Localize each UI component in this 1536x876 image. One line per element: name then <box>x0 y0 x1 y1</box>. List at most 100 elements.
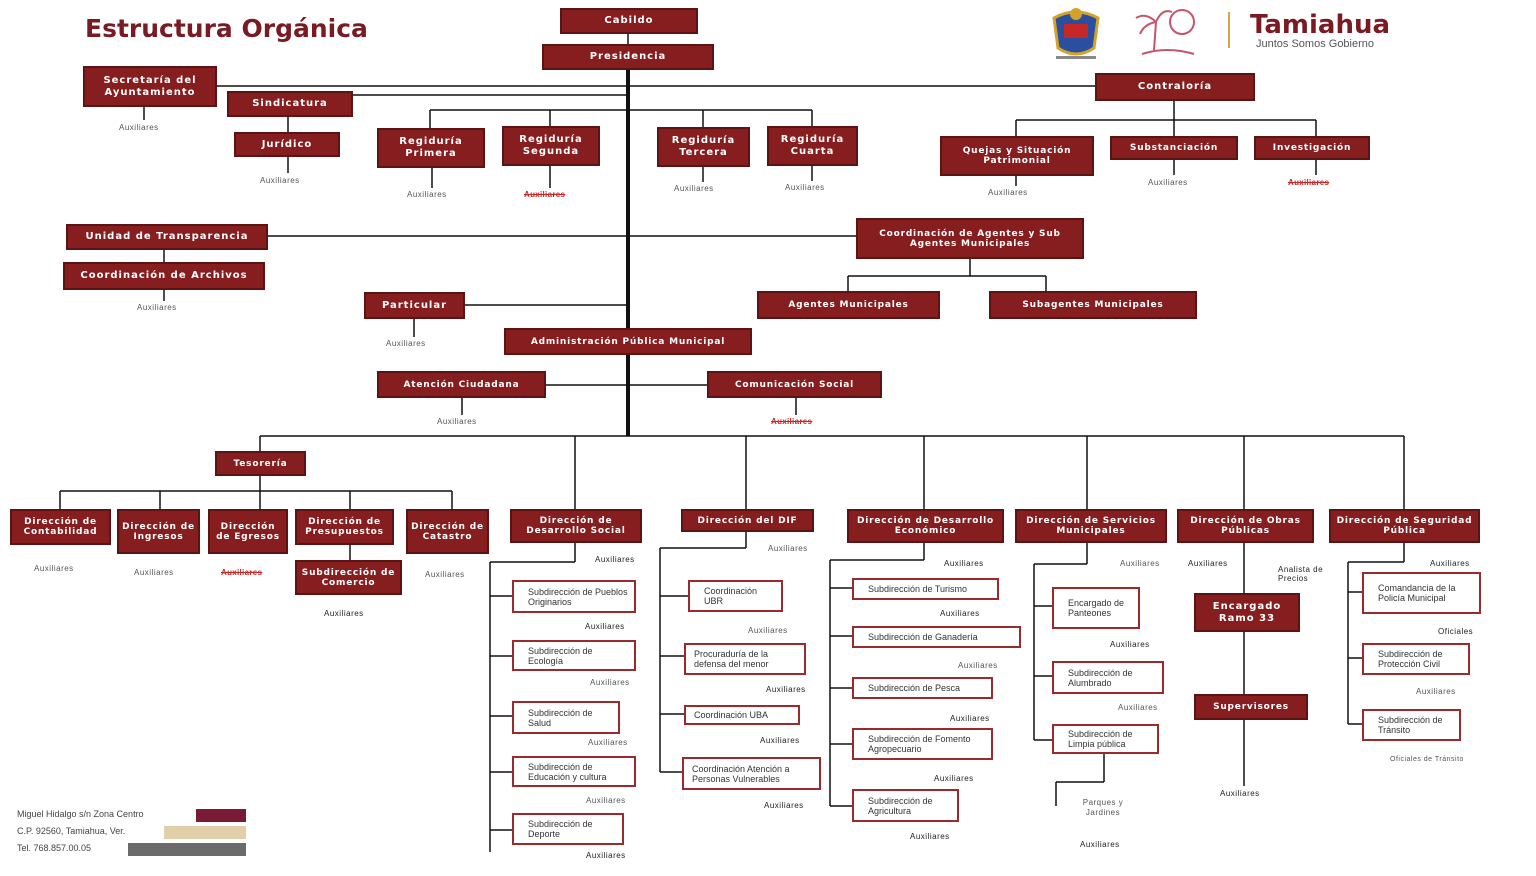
aux-label: Auxiliares <box>674 184 714 193</box>
subbox-coord-atencion[interactable]: Coordinación Atención a Personas Vulnera… <box>682 757 821 790</box>
box-tesoreria[interactable]: Tesorería <box>215 451 306 476</box>
aux-label: Auxiliares <box>748 626 788 635</box>
aux-label: Auxiliares <box>34 564 74 573</box>
box-subagentes[interactable]: Subagentes Municipales <box>989 291 1197 319</box>
struck-aux-label: Auxiliares <box>771 417 813 426</box>
subbox-alumbrado[interactable]: Subdirección de Alumbrado <box>1052 661 1164 694</box>
page-title: Estructura Orgánica <box>85 14 368 43</box>
box-particular[interactable]: Particular <box>364 292 465 319</box>
subbox-coord-uba[interactable]: Coordinación UBA <box>684 705 800 725</box>
subbox-comandancia[interactable]: Comandancia de la Policía Municipal <box>1362 572 1481 614</box>
box-dir-dif[interactable]: Dirección del DIF <box>681 509 814 532</box>
color-swatch <box>128 843 246 856</box>
footer-cp: C.P. 92560, Tamiahua, Ver. <box>17 826 126 836</box>
aux-label: Auxiliares <box>1188 559 1228 568</box>
footer-tel: Tel. 768.857.00.05 <box>17 843 92 853</box>
brand-divider <box>1228 12 1230 48</box>
aux-label: Auxiliares <box>585 622 625 631</box>
parques-label: Parques y Jardines <box>1082 798 1124 817</box>
brand-name: Tamiahua <box>1250 10 1391 40</box>
box-secretaria[interactable]: Secretaría del Ayuntamiento <box>83 66 217 107</box>
box-dir-desarrollo-economico[interactable]: Dirección de Desarrollo Económico <box>847 509 1004 543</box>
aux-label: Auxiliares <box>1110 640 1150 649</box>
box-sindicatura[interactable]: Sindicatura <box>227 91 353 117</box>
aux-label: Auxiliares <box>407 190 447 199</box>
box-regiduria-segunda[interactable]: Regiduría Segunda <box>502 126 600 166</box>
aux-label: Auxiliares <box>1118 703 1158 712</box>
subbox-procuraduria[interactable]: Procuraduría de la defensa del menor <box>684 643 806 675</box>
color-swatch <box>196 809 246 822</box>
aux-label: Auxiliares <box>1430 559 1470 568</box>
box-dir-presupuestos[interactable]: Dirección de Presupuestos <box>295 509 394 545</box>
box-contraloria[interactable]: Contraloría <box>1095 73 1255 101</box>
box-substanciacion[interactable]: Substanciación <box>1110 136 1238 160</box>
subbox-coord-ubr[interactable]: Coordinación UBR <box>688 580 783 612</box>
aux-label: Auxiliares <box>940 609 980 618</box>
subbox-educacion[interactable]: Subdirección de Educación y cultura <box>512 756 636 787</box>
aux-label: Auxiliares <box>988 188 1028 197</box>
oficiales-label: Oficiales <box>1438 627 1474 636</box>
subbox-proteccion-civil[interactable]: Subdirección de Protección Civil <box>1362 643 1470 675</box>
box-dir-ingresos[interactable]: Dirección de Ingresos <box>117 509 200 554</box>
box-regiduria-primera[interactable]: Regiduría Primera <box>377 128 485 168</box>
aux-label: Auxiliares <box>260 176 300 185</box>
box-comunicacion-social[interactable]: Comunicación Social <box>707 371 882 398</box>
subbox-agricultura[interactable]: Subdirección de Agricultura <box>852 789 959 822</box>
aux-label: Auxiliares <box>764 801 804 810</box>
box-transparencia[interactable]: Unidad de Transparencia <box>66 224 268 250</box>
box-coord-agentes[interactable]: Coordinación de Agentes y Sub Agentes Mu… <box>856 218 1084 259</box>
box-dir-catastro[interactable]: Dirección de Catastro <box>406 509 489 554</box>
box-subdir-comercio[interactable]: Subdirección de Comercio <box>295 560 402 595</box>
aux-label: Auxiliares <box>785 183 825 192</box>
struck-aux-label: Auxiliares <box>524 190 566 199</box>
subbox-pesca[interactable]: Subdirección de Pesca <box>852 677 993 699</box>
aux-label: Auxiliares <box>586 851 626 860</box>
subbox-transito[interactable]: Subdirección de Tránsito <box>1362 709 1461 741</box>
box-dir-seguridad[interactable]: Dirección de Seguridad Pública <box>1329 509 1480 543</box>
box-dir-egresos[interactable]: Dirección de Egresos <box>208 509 288 554</box>
box-investigacion[interactable]: Investigación <box>1254 136 1370 160</box>
aux-label: Auxiliares <box>950 714 990 723</box>
subbox-ecologia[interactable]: Subdirección de Ecología <box>512 640 636 671</box>
box-presidencia[interactable]: Presidencia <box>542 44 714 70</box>
box-dir-contabilidad[interactable]: Dirección de Contabilidad <box>10 509 111 545</box>
brand-slogan: Juntos Somos Gobierno <box>1256 38 1375 50</box>
box-dir-obras[interactable]: Dirección de Obras Públicas <box>1177 509 1314 543</box>
aux-label: Auxiliares <box>934 774 974 783</box>
aux-label: Auxiliares <box>595 555 635 564</box>
subbox-panteones[interactable]: Encargado de Panteones <box>1052 587 1140 629</box>
aux-label: Auxiliares <box>324 609 364 618</box>
subbox-salud[interactable]: Subdirección de Salud <box>512 701 620 734</box>
box-juridico[interactable]: Jurídico <box>234 132 340 157</box>
box-quejas[interactable]: Quejas y Situación Patrimonial <box>940 136 1094 176</box>
aux-label: Auxiliares <box>119 123 159 132</box>
box-encargado-ramo33[interactable]: Encargado Ramo 33 <box>1194 593 1300 632</box>
subbox-fomento[interactable]: Subdirección de Fomento Agropecuario <box>852 728 993 760</box>
box-admin-publica[interactable]: Administración Pública Municipal <box>504 328 752 355</box>
color-swatch <box>164 826 246 839</box>
box-atencion-ciudadana[interactable]: Atención Ciudadana <box>377 371 546 398</box>
subbox-limpia[interactable]: Subdirección de Limpia pública <box>1052 724 1159 754</box>
box-dir-servicios[interactable]: Dirección de Servicios Municipales <box>1015 509 1167 543</box>
aux-label: Auxiliares <box>590 678 630 687</box>
subbox-pueblos[interactable]: Subdirección de Pueblos Originarios <box>512 580 636 613</box>
aux-label: Auxiliares <box>768 544 808 553</box>
box-regiduria-cuarta[interactable]: Regiduría Cuarta <box>767 126 858 166</box>
subbox-turismo[interactable]: Subdirección de Turismo <box>852 578 999 600</box>
aux-label: Auxiliares <box>134 568 174 577</box>
aux-label: Auxiliares <box>1220 789 1260 798</box>
box-archivos[interactable]: Coordinación de Archivos <box>63 262 265 290</box>
box-supervisores[interactable]: Supervisores <box>1194 694 1308 720</box>
aux-label: Auxiliares <box>958 661 998 670</box>
aux-label: Auxiliares <box>1416 687 1456 696</box>
box-cabildo[interactable]: Cabildo <box>560 8 698 34</box>
subbox-deporte[interactable]: Subdirección de Deporte <box>512 813 624 845</box>
box-dir-desarrollo-social[interactable]: Dirección de Desarrollo Social <box>510 509 642 543</box>
box-regiduria-tercera[interactable]: Regiduría Tercera <box>657 127 750 167</box>
aux-label: Auxiliares <box>437 417 477 426</box>
box-agentes[interactable]: Agentes Municipales <box>757 291 940 319</box>
subbox-ganaderia[interactable]: Subdirección de Ganadería <box>852 626 1021 648</box>
footer-address: Miguel Hidalgo s/n Zona Centro <box>17 809 144 819</box>
aux-label: Auxiliares <box>1148 178 1188 187</box>
